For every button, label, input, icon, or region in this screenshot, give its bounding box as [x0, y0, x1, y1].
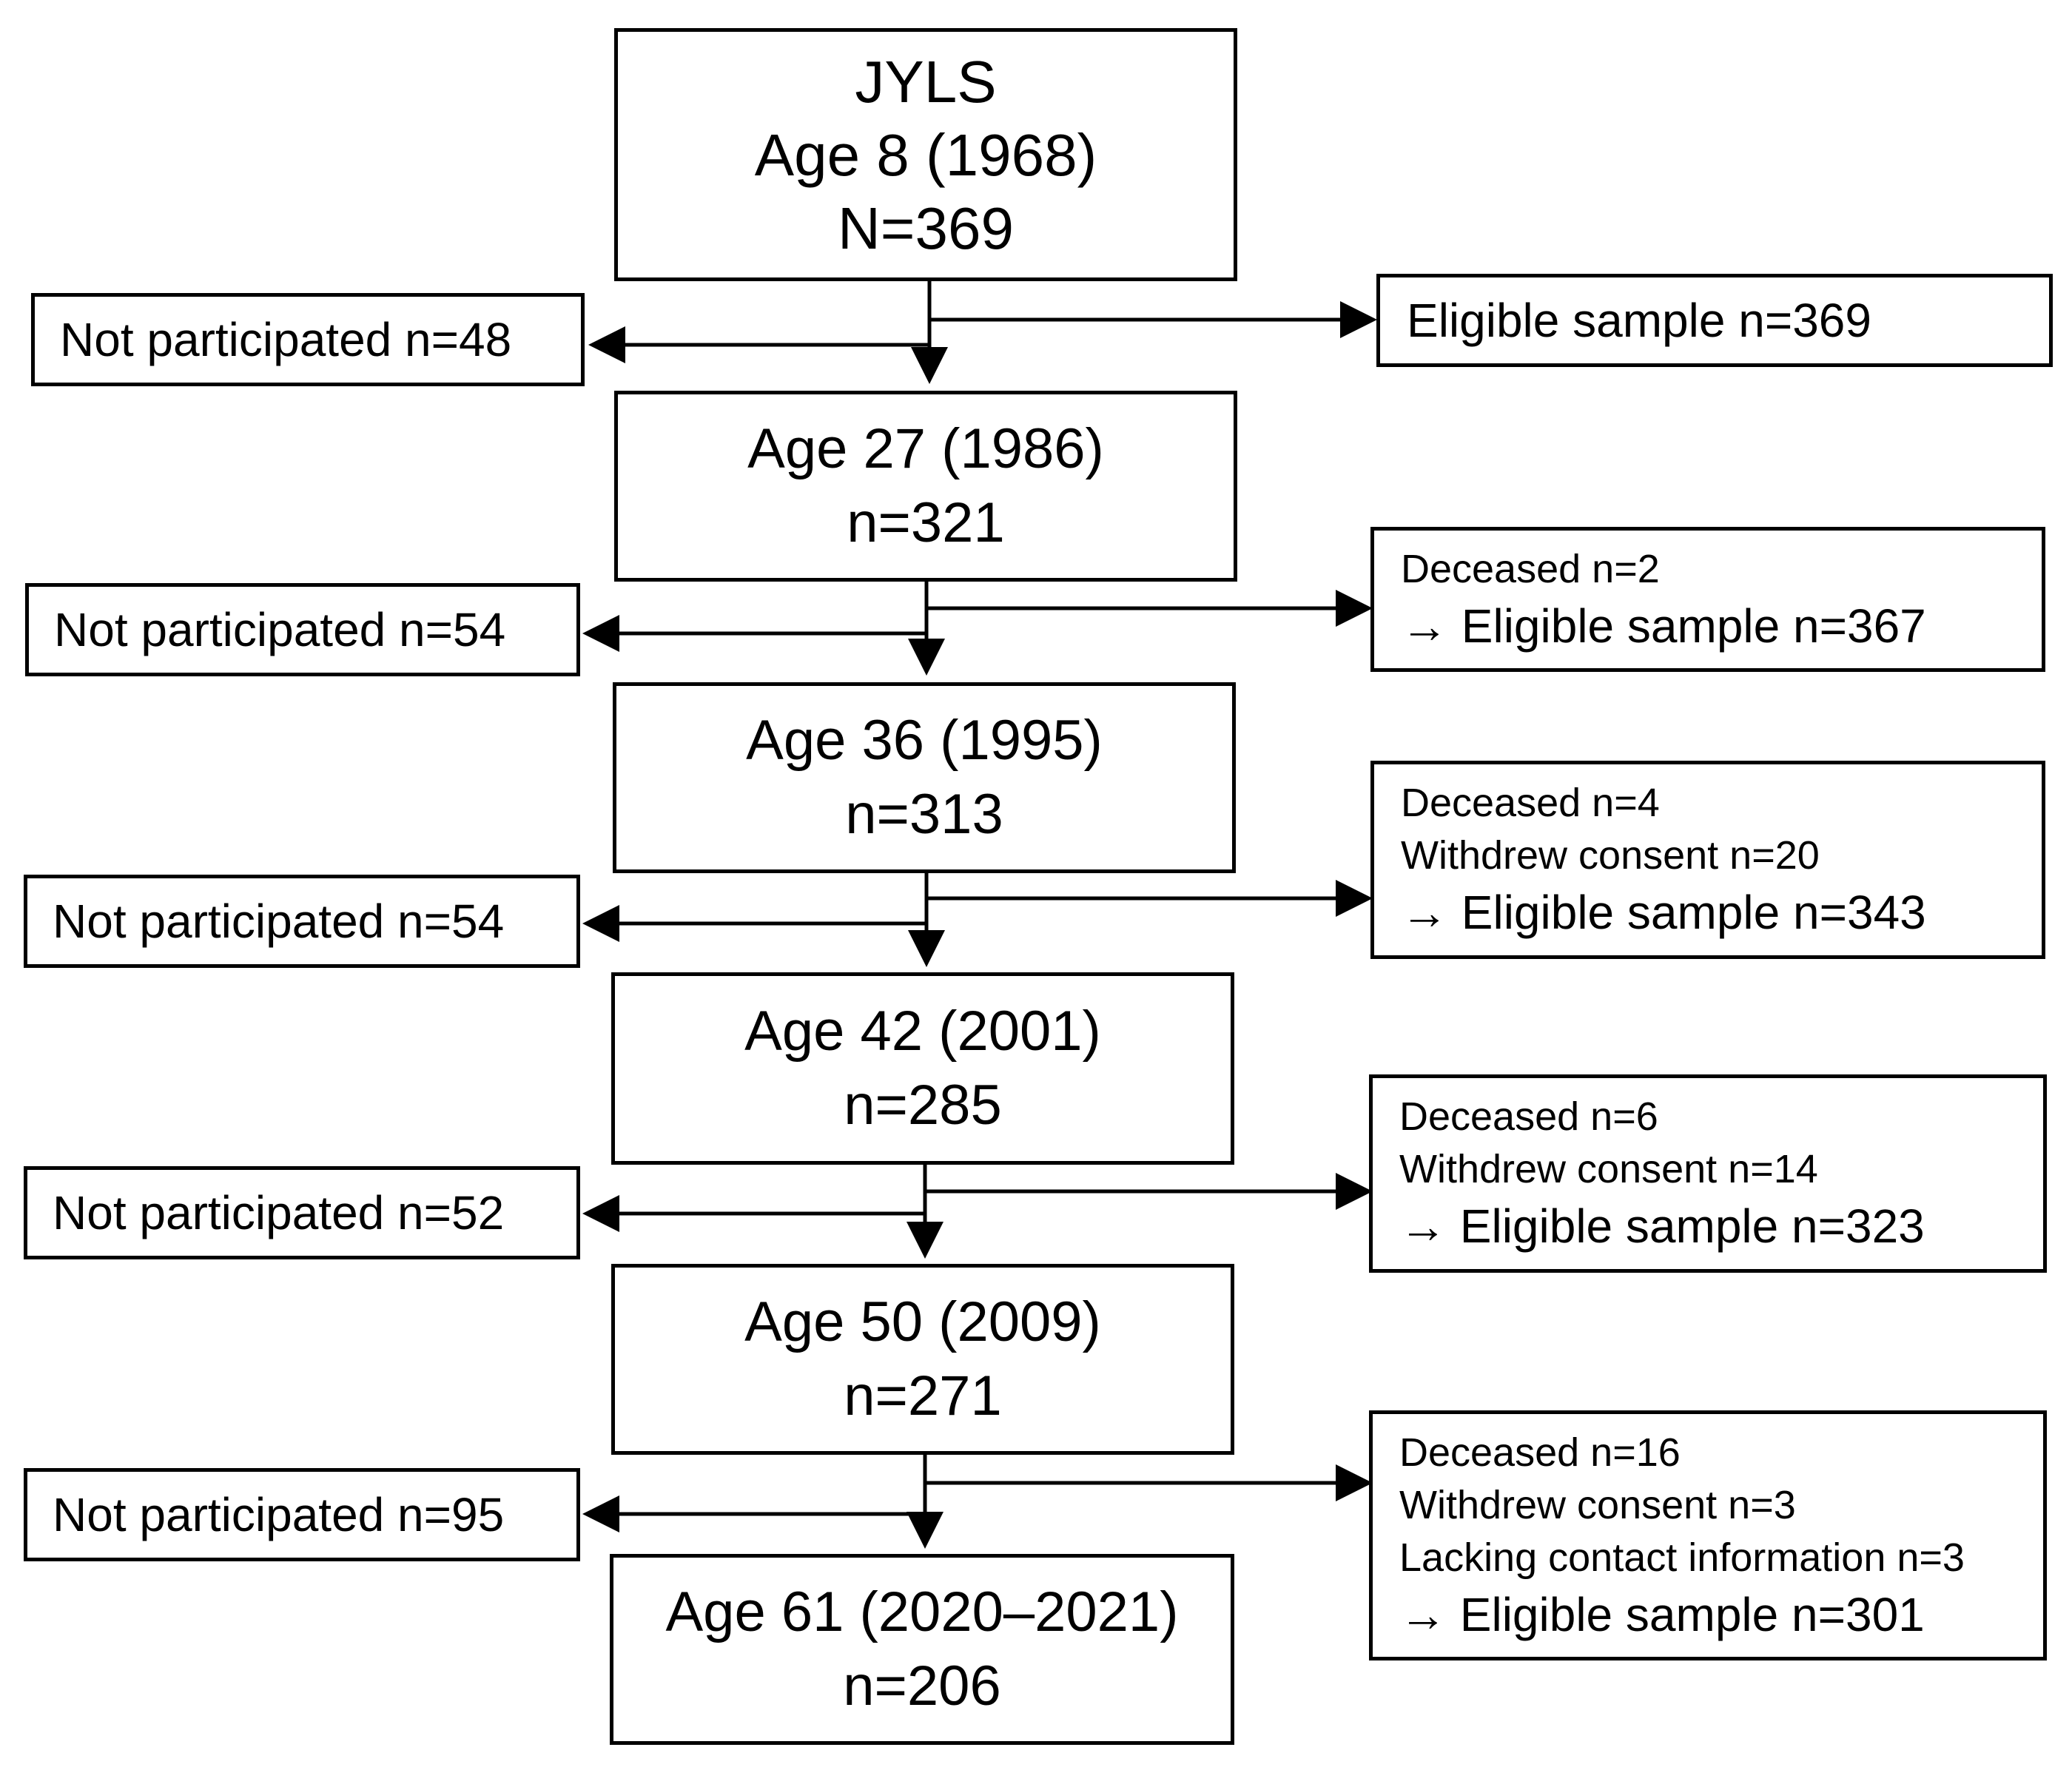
- not-participated-box-5: Not participated n=95: [24, 1468, 580, 1561]
- right-arrows: [925, 301, 1377, 1501]
- eligible-box-3: Deceased n=4 Withdrew consent n=20 → Eli…: [1370, 761, 2045, 959]
- not-participated-label-5: Not participated n=95: [53, 1488, 505, 1541]
- stage-box-2: Age 27 (1986) n=321: [614, 391, 1237, 582]
- eligible-box-1: Eligible sample n=369: [1376, 274, 2053, 367]
- stage-box-1: JYLS Age 8 (1968) N=369: [614, 28, 1237, 281]
- not-participated-label-3: Not participated n=54: [53, 895, 505, 948]
- stage-1-line-3: N=369: [838, 195, 1014, 261]
- stage-box-4: Age 42 (2001) n=285: [611, 972, 1234, 1165]
- stage-4-line-2: n=285: [844, 1074, 1002, 1137]
- eligible-result-4: → Eligible sample n=323: [1399, 1199, 1925, 1253]
- eligible-3-detail-2: Withdrew consent n=20: [1401, 833, 1820, 878]
- stage-box-3: Age 36 (1995) n=313: [613, 682, 1236, 873]
- stage-4-line-1: Age 42 (2001): [744, 1000, 1101, 1063]
- stage-2-line-2: n=321: [847, 491, 1005, 554]
- not-participated-label-2: Not participated n=54: [54, 603, 506, 656]
- eligible-result-2: → Eligible sample n=367: [1401, 599, 1926, 653]
- not-participated-box-3: Not participated n=54: [24, 875, 580, 968]
- stage-5-line-2: n=271: [844, 1364, 1002, 1427]
- stage-6-line-1: Age 61 (2020–2021): [665, 1581, 1179, 1643]
- eligible-2-detail-1: Deceased n=2: [1401, 546, 1660, 591]
- eligible-4-detail-2: Withdrew consent n=14: [1399, 1147, 1818, 1191]
- not-participated-label-4: Not participated n=52: [53, 1186, 505, 1239]
- stage-3-line-1: Age 36 (1995): [746, 709, 1103, 772]
- stage-2-line-1: Age 27 (1986): [747, 417, 1104, 480]
- stage-1-line-2: Age 8 (1968): [754, 121, 1097, 188]
- not-participated-box-4: Not participated n=52: [24, 1166, 580, 1259]
- not-participated-label-1: Not participated n=48: [60, 313, 512, 366]
- not-participated-box-2: Not participated n=54: [25, 583, 580, 676]
- eligible-5-detail-3: Lacking contact information n=3: [1399, 1535, 1965, 1580]
- stage-box-6: Age 61 (2020–2021) n=206: [610, 1554, 1234, 1745]
- stage-3-line-2: n=313: [845, 783, 1003, 846]
- stage-box-5: Age 50 (2009) n=271: [611, 1264, 1234, 1455]
- eligible-5-detail-2: Withdrew consent n=3: [1399, 1482, 1796, 1527]
- not-participated-box-1: Not participated n=48: [31, 293, 585, 386]
- eligible-box-2: Deceased n=2 → Eligible sample n=367: [1370, 527, 2045, 672]
- eligible-4-detail-1: Deceased n=6: [1399, 1094, 1658, 1139]
- stage-1-line-1: JYLS: [855, 48, 997, 115]
- eligible-3-detail-1: Deceased n=4: [1401, 781, 1660, 825]
- stage-5-line-1: Age 50 (2009): [744, 1291, 1101, 1353]
- eligible-5-detail-1: Deceased n=16: [1399, 1430, 1681, 1475]
- eligible-box-4: Deceased n=6 Withdrew consent n=14 → Eli…: [1369, 1074, 2047, 1273]
- eligible-result-3: → Eligible sample n=343: [1401, 886, 1926, 939]
- eligible-box-5: Deceased n=16 Withdrew consent n=3 Lacki…: [1369, 1410, 2047, 1660]
- stage-6-line-2: n=206: [843, 1655, 1001, 1717]
- left-arrows: [582, 326, 929, 1532]
- eligible-result-1: Eligible sample n=369: [1407, 294, 1871, 347]
- down-arrows: [906, 280, 948, 1549]
- eligible-result-5: → Eligible sample n=301: [1399, 1587, 1925, 1641]
